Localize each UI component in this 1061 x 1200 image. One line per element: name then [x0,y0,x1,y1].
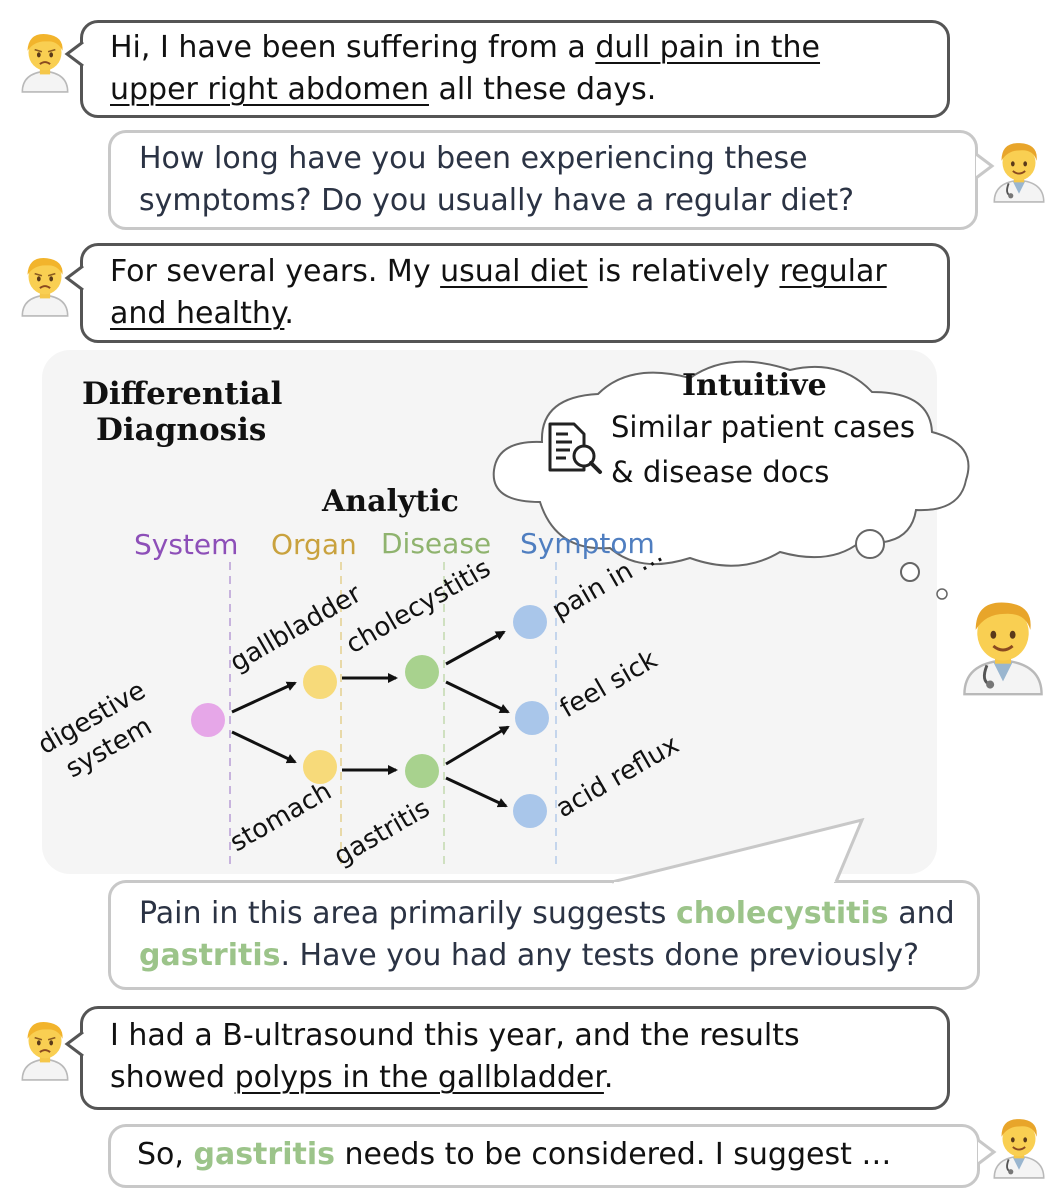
message-text: Pain in this area primarily suggests cho… [139,896,955,973]
intuitive-description: Similar patient cases& disease docs [611,410,915,489]
thought-cloud [492,360,970,600]
node-system [191,703,225,737]
bubble-tail [64,40,84,68]
edge-disease1-symptom1 [445,630,506,666]
message-text: So, gastritis needs to be considered. I … [137,1137,892,1172]
patient-message [80,243,950,343]
column-header-disease: Disease [381,527,492,560]
bubble-tail [975,152,995,180]
bubble-tail [64,264,84,292]
edge-system-organ2 [231,730,297,764]
bubble-tail [977,1138,997,1166]
intuitive-title: Intuitive [682,368,827,403]
patient-message [80,20,950,118]
message-text: I had a B-ultrasound this year, and the … [110,1018,800,1095]
edge-disease2-symptom3 [445,776,508,808]
message-text: For several years. My usual diet is rela… [110,254,887,331]
edge-system-organ1 [231,681,297,714]
edge-disease2-symptom2 [445,725,510,766]
node-disease-gastritis [405,754,439,788]
message-text: How long have you been experiencing thes… [139,141,855,218]
message-text: Hi, I have been suffering from a dull pa… [110,30,821,107]
doctor-message [108,880,980,990]
column-header-organ: Organ [271,528,357,561]
node-symptom-reflux [513,794,547,828]
edge-disease1-symptom2 [445,680,510,714]
analytic-title: Analytic [322,484,459,519]
bubble-tail [611,818,865,884]
node-organ-stomach [303,750,337,784]
doctor-message [108,130,978,230]
column-header-symptom: Symptom [520,527,655,560]
node-organ-gallbladder [303,665,337,699]
document-search-icon [548,422,602,474]
node-symptom-sick [515,701,549,735]
column-header-system: System [134,528,239,561]
node-disease-cholecystitis [405,655,439,689]
patient-message [80,1006,950,1110]
bubble-tail [64,1030,84,1058]
node-symptom-pain [513,605,547,639]
doctor-message [108,1124,980,1188]
